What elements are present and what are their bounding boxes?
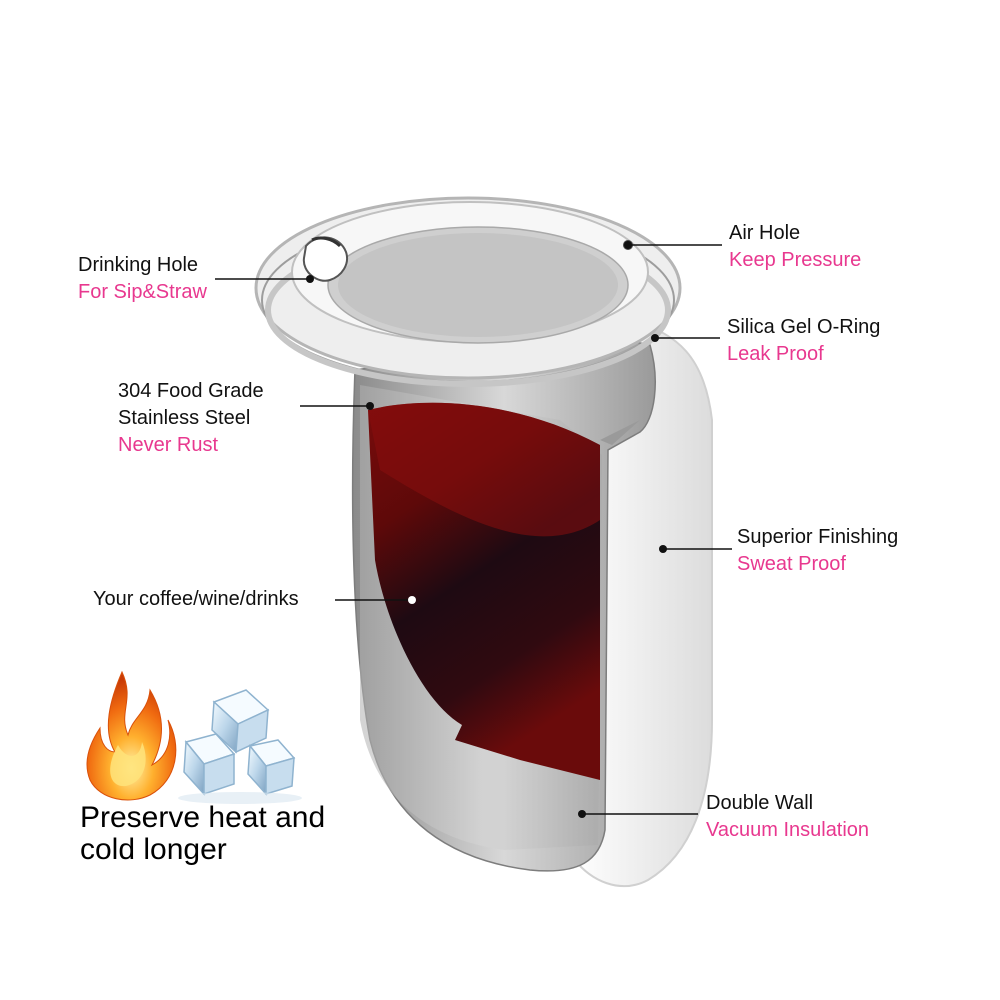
label-finishing-sub: Sweat Proof bbox=[737, 553, 846, 575]
label-o-ring-title: Silica Gel O-Ring bbox=[727, 316, 881, 338]
drink-liquid bbox=[368, 402, 600, 780]
label-air-hole-sub: Keep Pressure bbox=[729, 249, 862, 271]
label-steel-title-line1: 304 Food Grade bbox=[118, 380, 264, 402]
label-double-wall-title: Double Wall bbox=[706, 792, 814, 814]
leader-dots bbox=[306, 241, 667, 818]
label-double-wall: Double Wall Vacuum Insulation bbox=[706, 790, 869, 844]
lid bbox=[254, 196, 682, 387]
label-o-ring-sub: Leak Proof bbox=[727, 343, 824, 365]
label-air-hole-title: Air Hole bbox=[729, 222, 801, 244]
label-drinking-hole: Drinking Hole For Sip&Straw bbox=[78, 252, 207, 306]
label-drinks: Your coffee/wine/drinks bbox=[93, 586, 299, 613]
tagline: Preserve heat and cold longer bbox=[80, 802, 325, 866]
label-finishing-title: Superior Finishing bbox=[737, 526, 899, 548]
label-steel-title-line2: Stainless Steel bbox=[118, 407, 251, 429]
label-o-ring: Silica Gel O-Ring Leak Proof bbox=[727, 314, 880, 368]
ice-cubes-icon bbox=[178, 689, 302, 804]
fire-icon bbox=[86, 670, 177, 801]
leader-dot-drinks bbox=[408, 596, 416, 604]
label-drinking-hole-title: Drinking Hole bbox=[78, 254, 199, 276]
cup-flange bbox=[600, 420, 640, 445]
label-drinking-hole-sub: For Sip&Straw bbox=[78, 281, 207, 303]
label-steel: 304 Food Grade Stainless Steel Never Rus… bbox=[118, 378, 264, 459]
label-finishing: Superior Finishing Sweat Proof bbox=[737, 524, 898, 578]
drinking-hole bbox=[302, 236, 348, 282]
label-steel-sub: Never Rust bbox=[118, 434, 219, 456]
leader-lines bbox=[215, 244, 732, 815]
tagline-line1: Preserve heat and bbox=[80, 801, 326, 834]
label-double-wall-sub: Vacuum Insulation bbox=[706, 819, 870, 841]
label-drinks-title: Your coffee/wine/drinks bbox=[93, 588, 299, 610]
label-air-hole: Air Hole Keep Pressure bbox=[729, 220, 861, 274]
tagline-line2: cold longer bbox=[80, 833, 227, 866]
